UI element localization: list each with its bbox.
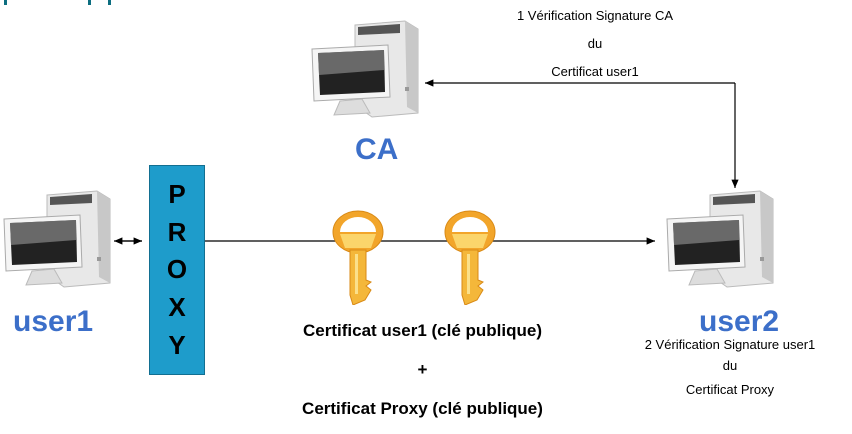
key-icon — [332, 210, 384, 305]
user2-label: user2 — [699, 305, 780, 338]
proxy-letter: R — [167, 216, 187, 247]
ca-computer-icon — [311, 20, 419, 118]
user2-computer-icon — [666, 190, 774, 288]
plus-sign: + — [417, 360, 428, 379]
user1-computer-icon — [3, 190, 111, 288]
step1-line: du — [587, 36, 603, 51]
step2-line: du — [722, 358, 738, 373]
step1-line: Certificat user1 — [551, 64, 639, 79]
step1-line: 1 Vérification Signature CA — [516, 8, 674, 23]
ca-label: CA — [355, 133, 399, 166]
step2-note: 2 Vérification Signature user1 du Certif… — [610, 334, 850, 400]
cert-user1-caption: Certificat user1 (clé publique) — [303, 321, 542, 340]
proxy-letter: O — [166, 254, 188, 285]
proxy-letter: P — [168, 179, 186, 210]
key-icon — [444, 210, 496, 305]
cert-proxy-caption: Certificat Proxy (clé publique) — [302, 399, 543, 418]
cropped-title-fragment — [88, 0, 91, 5]
step1-note: 1 Vérification Signature CA du Certifica… — [470, 2, 720, 86]
proxy-letter: X — [168, 292, 186, 323]
cropped-title-fragment — [108, 0, 111, 5]
cropped-title-fragment — [4, 0, 7, 5]
proxy-letter: Y — [168, 329, 186, 360]
user1-label: user1 — [13, 305, 94, 338]
step2-line: Certificat Proxy — [685, 382, 775, 397]
step2-line: 2 Vérification Signature user1 — [644, 337, 816, 352]
proxy-box: P R O X Y — [149, 165, 205, 375]
